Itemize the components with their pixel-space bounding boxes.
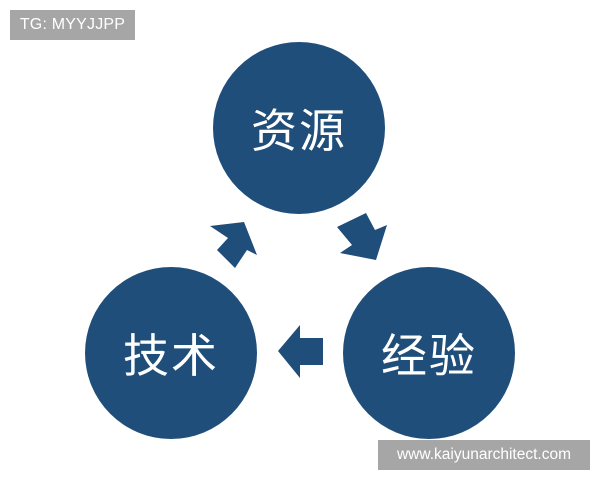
node-resources-label: 资源 (251, 104, 347, 158)
node-experience: 经验 (343, 267, 515, 439)
watermark-bottom-url: www.kaiyunarchitect.com (378, 440, 590, 470)
node-technology-label: 技术 (123, 329, 219, 383)
arrow-left-icon (278, 325, 323, 378)
watermark-top-label: TG: MYYJJPP (10, 10, 135, 40)
arrow-down-right-icon (337, 213, 387, 260)
node-experience-label: 经验 (381, 329, 477, 383)
node-resources: 资源 (213, 42, 385, 214)
arrow-up-right-icon (210, 222, 257, 268)
node-technology: 技术 (85, 267, 257, 439)
